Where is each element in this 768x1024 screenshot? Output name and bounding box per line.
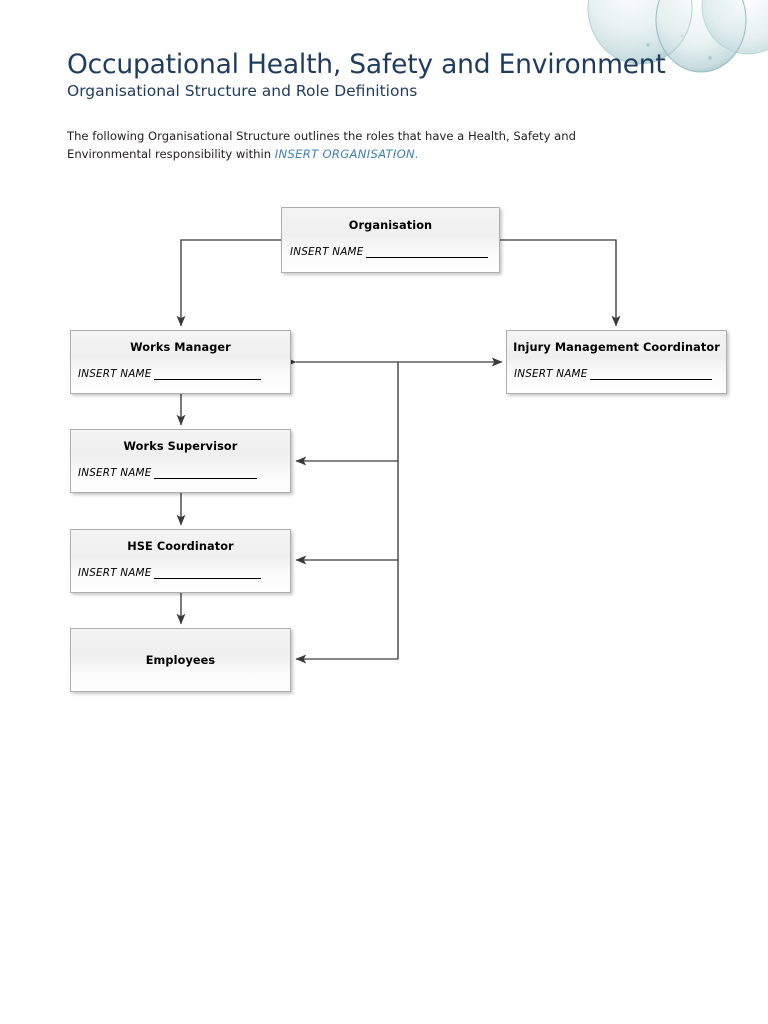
node-injury-management-coordinator[interactable]: Injury Management Coordinator INSERT NAM… xyxy=(506,330,727,394)
node-works-supervisor-field-label: INSERT NAME xyxy=(78,467,152,479)
node-works-supervisor-title: Works Supervisor xyxy=(123,440,238,453)
node-works-manager[interactable]: Works Manager INSERT NAME xyxy=(70,330,291,394)
node-organisation-field[interactable]: INSERT NAME xyxy=(290,246,489,258)
node-works-manager-field[interactable]: INSERT NAME xyxy=(78,368,262,380)
node-hse-coordinator-field-rule xyxy=(154,567,262,579)
node-employees[interactable]: Employees xyxy=(70,628,291,692)
node-hse-coordinator[interactable]: HSE Coordinator INSERT NAME xyxy=(70,529,291,593)
page-title: Occupational Health, Safety and Environm… xyxy=(67,49,666,80)
node-injury-coordinator-field-rule xyxy=(590,368,713,380)
insert-organisation-placeholder: INSERT ORGANISATION. xyxy=(274,147,419,162)
edge-organisation-injury-coordinator xyxy=(500,239,621,327)
node-works-supervisor-field-rule xyxy=(154,467,258,479)
node-employees-title: Employees xyxy=(145,654,216,667)
node-organisation-field-rule xyxy=(366,246,489,258)
node-organisation-field-label: INSERT NAME xyxy=(290,246,364,258)
node-works-manager-field-rule xyxy=(154,368,262,380)
node-injury-coordinator-field[interactable]: INSERT NAME xyxy=(514,368,713,380)
node-organisation[interactable]: Organisation INSERT NAME xyxy=(281,207,500,273)
node-injury-coordinator-title: Injury Management Coordinator xyxy=(513,341,720,354)
node-works-supervisor[interactable]: Works Supervisor INSERT NAME xyxy=(70,429,291,493)
node-hse-coordinator-field[interactable]: INSERT NAME xyxy=(78,567,262,579)
node-organisation-title: Organisation xyxy=(348,219,433,232)
node-hse-coordinator-field-label: INSERT NAME xyxy=(78,567,152,579)
intro-paragraph: The following Organisational Structure o… xyxy=(67,127,657,165)
node-works-manager-field-label: INSERT NAME xyxy=(78,368,152,380)
node-hse-coordinator-title: HSE Coordinator xyxy=(127,540,234,553)
edge-organisation-works-manager xyxy=(176,239,281,327)
page-subtitle: Organisational Structure and Role Defini… xyxy=(67,81,418,100)
document-header: Occupational Health, Safety and Environm… xyxy=(67,50,707,101)
node-works-supervisor-field[interactable]: INSERT NAME xyxy=(78,467,258,479)
node-works-manager-title: Works Manager xyxy=(130,341,231,354)
node-injury-coordinator-field-label: INSERT NAME xyxy=(514,368,588,380)
intro-text: The following Organisational Structure o… xyxy=(67,128,576,162)
